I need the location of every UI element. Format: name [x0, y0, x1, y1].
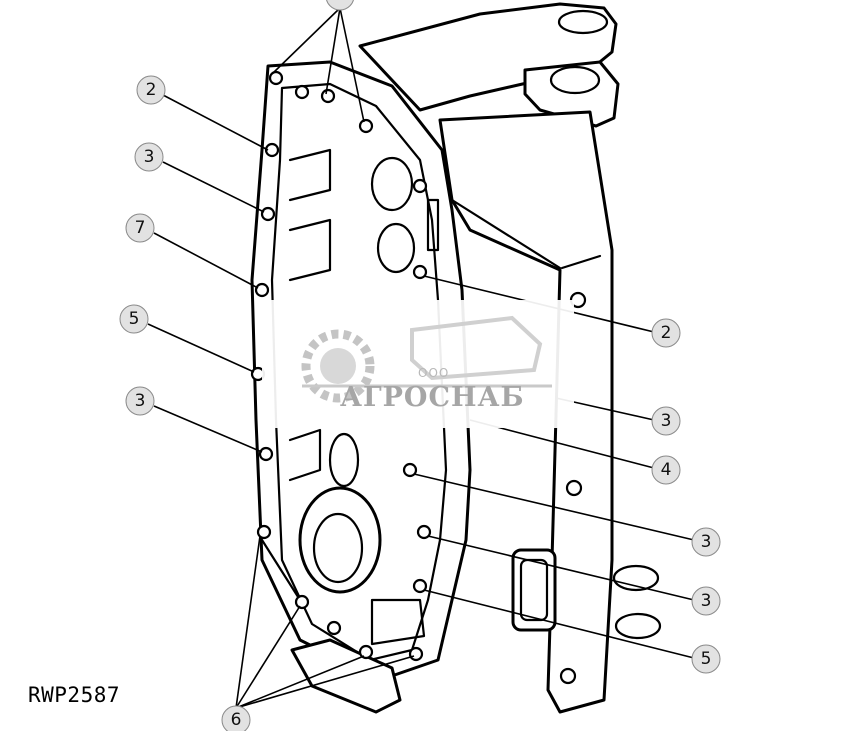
callout-6-bottom: 6	[221, 705, 251, 731]
callout-2-left-label: 2	[146, 80, 157, 100]
callout-3-left-lower-label: 3	[135, 391, 146, 411]
housing-top-boss	[358, 2, 620, 128]
callout-3-right-upper: 3	[651, 406, 681, 436]
callout-3-right-middle-label: 3	[701, 532, 712, 552]
callout-3-left-upper-label: 3	[144, 147, 155, 167]
callout-2-right: 2	[651, 318, 681, 348]
callout-4-right: 4	[651, 455, 681, 485]
callout-7-left-label: 7	[135, 218, 146, 238]
callout-5-right-label: 5	[701, 649, 712, 669]
callout-5-right: 5	[691, 644, 721, 674]
callout-3-left-lower: 3	[125, 386, 155, 416]
watermark-company-prefix: ООО	[418, 366, 450, 380]
callout-top	[326, 0, 354, 11]
callout-2-right-label: 2	[661, 323, 672, 343]
callout-3-right-lower: 3	[691, 586, 721, 616]
figure-reference-code: RWP2587	[28, 683, 121, 707]
watermark-panel	[262, 300, 574, 428]
callout-3-right-lower-label: 3	[701, 591, 712, 611]
callout-7-left: 7	[125, 213, 155, 243]
callout-6-bottom-label: 6	[231, 710, 242, 730]
callout-2-left: 2	[136, 75, 166, 105]
gasket-face-flange	[250, 60, 472, 714]
callout-5-left-label: 5	[129, 309, 140, 329]
housing-side-wall	[438, 110, 662, 714]
callout-4-right-label: 4	[661, 460, 672, 480]
callout-5-left: 5	[119, 304, 149, 334]
callout-3-right-upper-label: 3	[661, 411, 672, 431]
watermark-logo-graphic	[301, 315, 552, 403]
watermark-company-name: АГРОСНАБ	[340, 382, 525, 413]
flange-bolt-holes	[250, 70, 432, 662]
leader-lines	[147, 7, 695, 709]
callout-3-right-middle: 3	[691, 527, 721, 557]
callout-3-left-upper: 3	[134, 142, 164, 172]
